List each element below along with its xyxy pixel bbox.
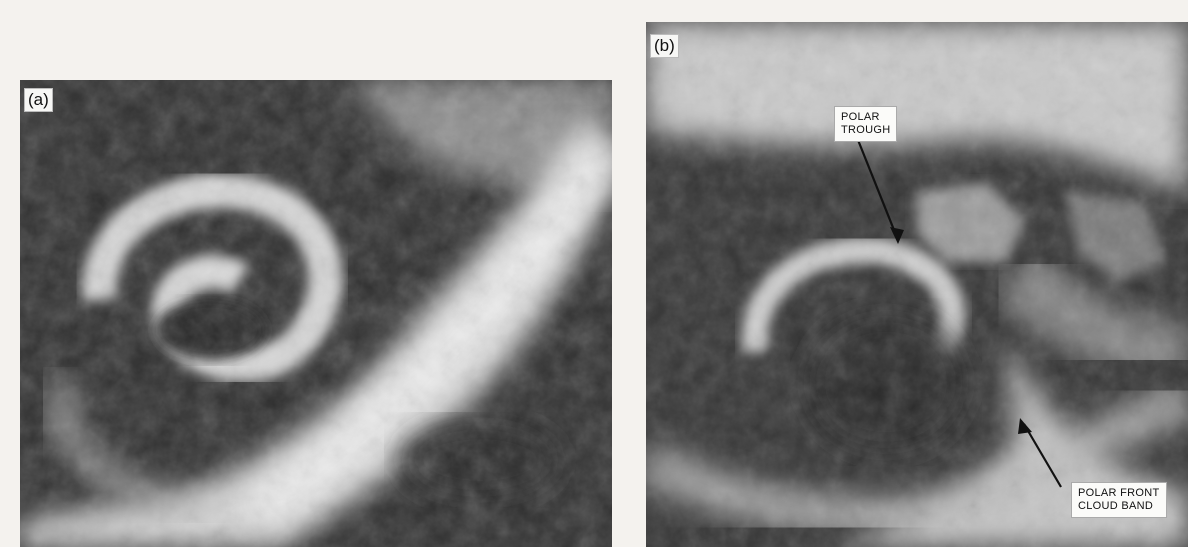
polar-trough-arrow [856, 139, 904, 244]
polar-front-cloud-band-label: POLAR FRONT CLOUD BAND [1071, 482, 1167, 518]
polar-front-arrow [1018, 418, 1062, 488]
satellite-cloud-texture-a [20, 80, 612, 547]
panel-label-b: (b) [650, 34, 679, 58]
polar-trough-label: POLAR TROUGH [834, 106, 898, 142]
satellite-image-a: (a) [20, 80, 612, 547]
satellite-image-b: (b) POLAR TROUGH POLAR FRONT CLOUD BAND [646, 22, 1188, 547]
panel-label-a: (a) [24, 88, 53, 112]
satellite-cloud-texture-b [646, 22, 1188, 547]
